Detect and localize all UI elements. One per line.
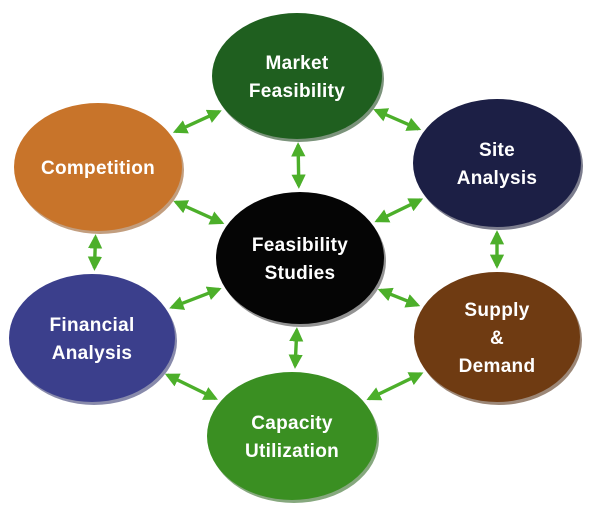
node-market-label-line-1: Market bbox=[265, 53, 328, 74]
arrow-supply-capacity bbox=[366, 372, 424, 401]
node-market-circle bbox=[212, 13, 382, 139]
node-financial-circle bbox=[9, 274, 175, 402]
node-supply-label-line-2: & bbox=[490, 328, 504, 349]
node-supply-circle bbox=[414, 272, 580, 402]
arrow-center-site bbox=[374, 198, 424, 223]
arrow-competition-market bbox=[172, 109, 222, 134]
arrow-capacity-financial bbox=[164, 373, 218, 401]
node-capacity-circle bbox=[207, 372, 377, 500]
node-capacity-label-line-2: Utilization bbox=[245, 441, 339, 462]
arrow-market-site bbox=[373, 108, 422, 131]
node-center-label-line-1: Feasibility bbox=[252, 235, 348, 256]
arrow-center-competition bbox=[173, 200, 225, 225]
node-competition-circle bbox=[14, 103, 182, 231]
node-capacity-label-line-1: Capacity bbox=[251, 413, 333, 434]
node-competition: Competition bbox=[14, 103, 184, 234]
node-financial-label-line-1: Financial bbox=[49, 315, 134, 336]
node-site-label-line-2: Analysis bbox=[457, 168, 538, 189]
arrow-center-market bbox=[291, 142, 306, 189]
node-center-label-line-2: Studies bbox=[265, 263, 336, 284]
node-site-label-line-1: Site bbox=[479, 140, 515, 161]
arrow-center-financial bbox=[169, 286, 222, 310]
connector-arrows bbox=[87, 108, 505, 401]
diagram-nodes: FeasibilityStudiesMarketFeasibilitySiteA… bbox=[9, 13, 583, 503]
node-market-label-line-2: Feasibility bbox=[249, 81, 345, 102]
node-competition-label-line-1: Competition bbox=[41, 158, 155, 179]
arrow-center-supply bbox=[377, 287, 421, 308]
node-financial-label-line-2: Analysis bbox=[52, 343, 133, 364]
node-site-circle bbox=[413, 99, 581, 227]
node-supply-label-line-1: Supply bbox=[464, 300, 529, 321]
arrow-financial-competition bbox=[87, 234, 103, 271]
node-center-circle bbox=[216, 192, 384, 324]
node-supply-label-line-3: Demand bbox=[459, 356, 536, 377]
node-supply: Supply & Demand bbox=[414, 272, 582, 405]
arrow-center-capacity bbox=[288, 327, 304, 369]
